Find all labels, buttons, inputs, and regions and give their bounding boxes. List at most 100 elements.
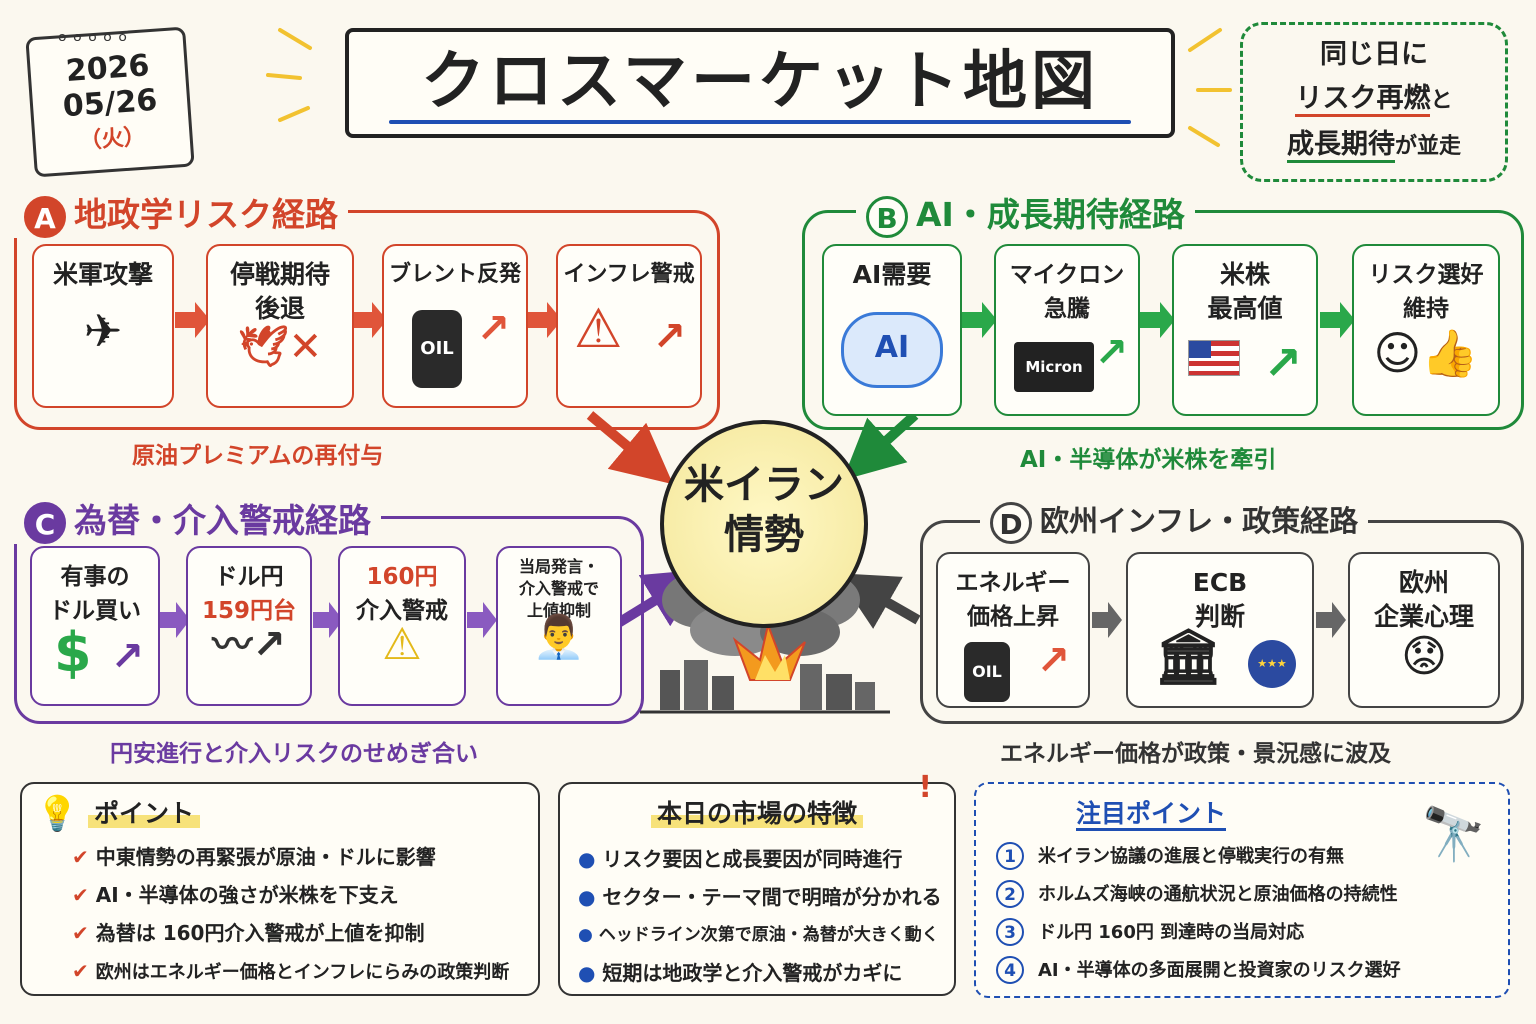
step-d2-label: ECB 判断	[1192, 568, 1248, 631]
badge-c: C	[24, 501, 66, 544]
summary-to: と	[1430, 88, 1453, 113]
group-a-title-text: 地政学リスク経路	[74, 195, 338, 234]
step-a2: 停戦期待 後退 🕊✕	[206, 244, 354, 408]
summary-growth: 成長期待	[1286, 129, 1395, 163]
ai-cloud-icon: AI	[841, 312, 943, 388]
number-badge: 3	[996, 918, 1024, 946]
zigzag-up-chart-icon: 〰↗	[212, 622, 286, 668]
list-item: ● リスク要因と成長要因が同時進行	[578, 847, 903, 871]
smiley-thumbs-up-icon: ☺👍	[1373, 326, 1479, 380]
check-icon: ✔	[72, 883, 89, 907]
bullet-icon: ●	[578, 847, 596, 871]
arrows-d	[1092, 602, 1346, 638]
number-badge: 1	[996, 842, 1024, 870]
oil-barrel-icon: OIL	[964, 642, 1010, 702]
step-d3: 欧州 企業心理 😟	[1348, 552, 1500, 708]
arrow-b-to-center	[842, 411, 919, 481]
number-badge: 2	[996, 880, 1024, 908]
step-a1: 米軍攻撃 ✈	[32, 244, 174, 408]
step-c3-label: 介入警戒	[356, 598, 448, 624]
fighter-jet-icon: ✈	[83, 304, 123, 358]
official-person-icon: 👨‍💼	[532, 612, 586, 661]
arrows-c	[160, 602, 497, 638]
features-box: 本日の市場の特徴 ! ● リスク要因と成長要因が同時進行 ● セクター・テーマ間…	[558, 770, 956, 996]
center-node: 米イラン 情勢	[660, 420, 868, 628]
caption-b: AI・半導体が米株を牽引	[1020, 447, 1277, 473]
eu-flag-icon: ★★★	[1248, 640, 1296, 688]
summary-line1: 同じ日に	[1320, 39, 1428, 70]
exclamation-icon: !	[918, 770, 932, 805]
group-a	[14, 210, 720, 430]
page-title: クロスマーケット地図	[420, 45, 1100, 119]
badge-d: D	[990, 502, 1032, 544]
summary-box: 同じ日に リスク再燃と 成長期待が並走	[1240, 22, 1508, 182]
step-b2-label: マイクロン 急騰	[1009, 262, 1125, 322]
group-c-title-text: 為替・介入警戒経路	[74, 501, 371, 540]
step-b1: AI需要 AI	[822, 244, 962, 416]
points-title: ポイント	[88, 799, 201, 828]
lightbulb-icon: 💡	[36, 794, 79, 834]
step-c2-label: ドル円	[214, 564, 284, 590]
bank-building-icon: 🏛	[1154, 625, 1223, 688]
step-b1-label: AI需要	[852, 260, 932, 289]
up-arrow-icon: ↗	[1036, 638, 1070, 684]
worried-person-icon: 😟	[1401, 631, 1447, 682]
list-item: ● セクター・テーマ間で明暗が分かれる	[578, 885, 942, 909]
step-d1: エネルギー 価格上昇 OIL ↗	[936, 552, 1090, 708]
badge-a: A	[24, 195, 66, 238]
check-icon: ✔	[72, 921, 89, 945]
step-c4: 当局発言・ 介入警戒で 上値抑制 👨‍💼	[496, 546, 622, 706]
center-label: 米イラン 情勢	[684, 462, 844, 558]
caption-c: 円安進行と介入リスクのせめぎ合い	[110, 741, 478, 767]
list-item: ✔ 欧州はエネルギー価格とインフレにらみの政策判断	[72, 959, 510, 983]
up-arrow-icon: ↗	[110, 634, 144, 680]
watch-title: 注目ポイント	[1076, 799, 1227, 831]
warning-icon: ⚠	[574, 297, 623, 360]
step-c2-value: 159円台	[201, 598, 296, 624]
us-flag-icon	[1188, 340, 1240, 376]
step-b2: マイクロン 急騰 Micron ↗	[994, 244, 1140, 416]
title-rays	[266, 28, 1232, 147]
step-b4-label: リスク選好 維持	[1368, 262, 1484, 322]
step-a1-label: 米軍攻撃	[52, 260, 153, 289]
badge-b: B	[866, 195, 908, 238]
list-item: ✔ 為替は 160円介入警戒が上値を抑制	[72, 921, 425, 945]
telescope-icon: 🔭	[1421, 805, 1486, 865]
rising-chart-icon: ↗	[652, 314, 686, 360]
bullet-icon: ●	[578, 925, 593, 945]
arrows-b	[962, 302, 1355, 338]
step-c4-label: 当局発言・ 介入警戒で 上値抑制	[518, 557, 599, 620]
bullet-icon: ●	[578, 885, 596, 909]
list-item: ● 短期は地政学と介入警戒がカギに	[578, 961, 903, 985]
step-a2-label: 停戦期待 後退	[229, 260, 330, 323]
check-icon: ✔	[72, 845, 89, 869]
step-c1-label: 有事の ドル買い	[49, 564, 141, 624]
step-a4-label: インフレ警戒	[563, 262, 695, 287]
calendar: 2026 05/26 （火） ₒₒₒₒₒ	[25, 22, 195, 178]
list-item: ✔ AI・半導体の強さが米株を下支え	[72, 883, 399, 907]
title-banner: クロスマーケット地図	[345, 28, 1175, 138]
step-d3-label: 欧州 企業心理	[1373, 568, 1474, 631]
calendar-rings-icon: ₒₒₒₒₒ	[58, 22, 134, 47]
micron-chip-icon: Micron	[1014, 342, 1094, 392]
bullet-icon: ●	[578, 961, 596, 985]
step-a4: インフレ警戒 ⚠ ↗	[556, 244, 702, 408]
step-b3: 米株 最高値 ↗	[1172, 244, 1318, 416]
caption-d: エネルギー価格が政策・景況感に波及	[1000, 741, 1391, 767]
list-item: ✔ 中東情勢の再緊張が原油・ドルに影響	[72, 845, 436, 869]
arrow-a-to-center	[586, 411, 674, 485]
step-c2: ドル円 159円台 〰↗	[186, 546, 312, 706]
group-b-title-text: AI・成長期待経路	[916, 195, 1185, 234]
check-icon: ✔	[72, 959, 89, 983]
step-c1: 有事の ドル買い $ ↗	[30, 546, 160, 706]
step-b4: リスク選好 維持 ☺👍	[1352, 244, 1500, 416]
arrows-a	[175, 302, 562, 338]
step-d1-label: エネルギー 価格上昇	[955, 570, 1071, 630]
